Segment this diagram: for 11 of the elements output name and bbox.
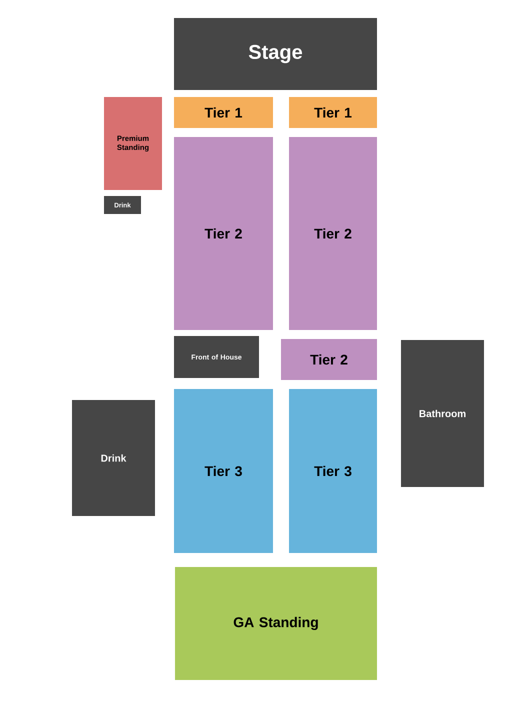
seating-section: Tier 2: [174, 137, 273, 330]
seating-section: Tier 2: [281, 339, 377, 380]
seating-section: Tier 3: [289, 389, 377, 553]
bathroom-area: Bathroom: [401, 340, 484, 487]
seating-section: Tier 2: [289, 137, 377, 330]
standing-area: GA Standing: [175, 567, 377, 680]
seating-section: Tier 1: [289, 97, 377, 128]
seating-section: Tier 1: [174, 97, 273, 128]
stage-block: Stage: [174, 18, 377, 90]
seating-section: Tier 3: [174, 389, 273, 553]
bar-area: Drink: [72, 400, 155, 516]
